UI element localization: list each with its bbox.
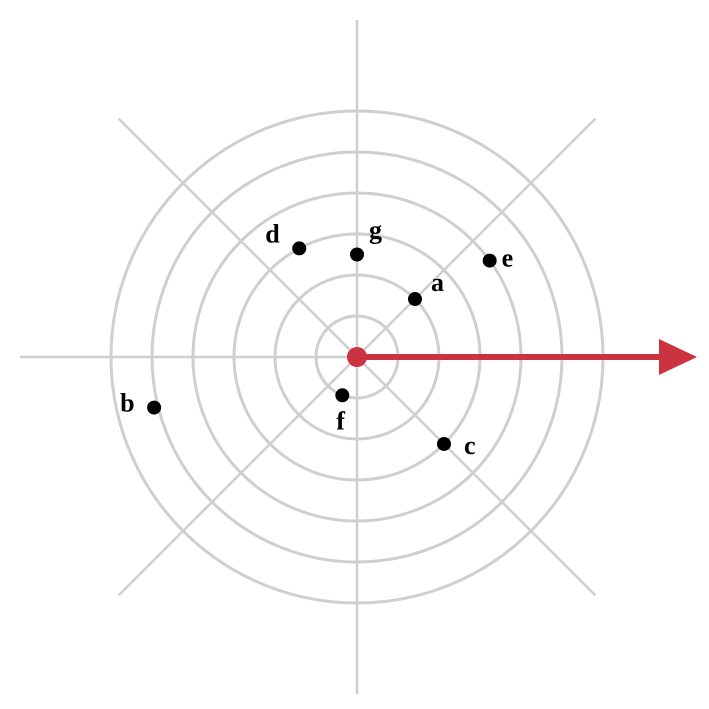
point-f-label: f xyxy=(336,406,345,435)
point-e-dot xyxy=(482,253,497,268)
point-g-dot xyxy=(350,247,364,262)
point-g-label: g xyxy=(369,216,382,245)
point-a-dot xyxy=(407,292,422,307)
point-d-label: d xyxy=(265,219,280,248)
point-b-label: b xyxy=(120,389,134,418)
point-c-dot xyxy=(436,436,451,451)
point-a-label: a xyxy=(431,268,444,297)
point-b-dot xyxy=(147,400,162,415)
point-set: a b c d e f g xyxy=(120,216,513,460)
direction-vector xyxy=(347,339,697,375)
origin-dot xyxy=(347,347,367,367)
point-c-label: c xyxy=(464,431,476,460)
point-e-label: e xyxy=(502,244,514,273)
point-f-dot xyxy=(335,388,350,403)
vector-arrowhead-icon xyxy=(659,339,697,375)
point-d-dot xyxy=(292,241,307,256)
